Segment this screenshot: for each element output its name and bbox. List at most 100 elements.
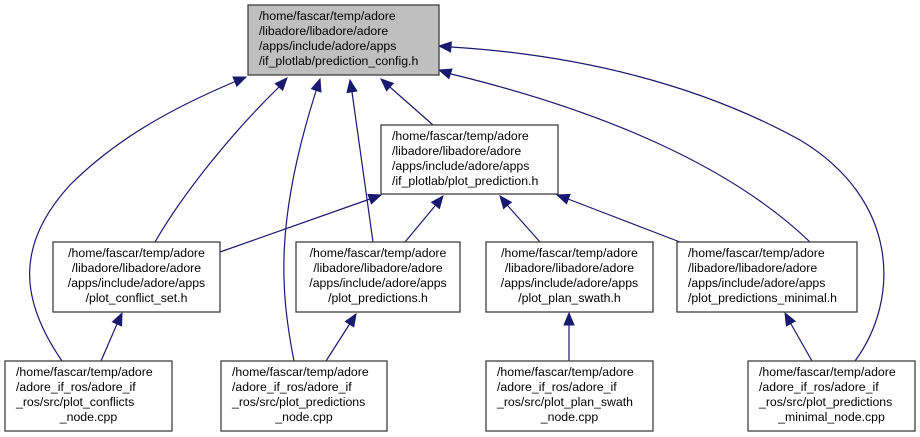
node-label-line: _ros/src/plot_predictions: [758, 395, 892, 409]
node-plot-prediction[interactable]: /home/fascar/temp/adore/libadore/libador…: [380, 124, 559, 195]
node-label-line: /adore_if_ros/adore_if: [497, 380, 617, 394]
node-label-line: /home/fascar/temp/adore: [310, 246, 447, 260]
arrowhead-icon: [563, 311, 575, 326]
edge-line: [325, 324, 350, 362]
node-label-line: /apps/include/adore/apps: [392, 159, 529, 173]
node-label-line: _ros/src/plot_predictions: [231, 395, 365, 409]
edge-plot_predictions-to-plot_prediction: [404, 194, 444, 243]
edge-line: [219, 198, 371, 253]
nodes-layer: /home/fascar/temp/adore/libadore/libador…: [4, 4, 916, 432]
node-prediction-config: /home/fascar/temp/adore/libadore/libador…: [247, 4, 440, 76]
node-label-line: _minimal_node.cpp: [777, 410, 885, 424]
node-box: [295, 241, 461, 313]
node-plot-plan-swath-node[interactable]: /home/fascar/temp/adore/adore_if_ros/ado…: [485, 360, 654, 432]
edge-line: [29, 81, 235, 362]
edge-line: [100, 323, 118, 362]
edge-plot_predictions_minimal_node-to-plot_predictions_minimal: [784, 311, 813, 362]
edges-layer: [29, 41, 885, 362]
node-label-line: /plot_predictions_minimal.h: [688, 291, 837, 305]
node-label-line: /apps/include/adore/apps: [501, 276, 638, 290]
node-plot-predictions-minimal-node[interactable]: /home/fascar/temp/adore/adore_if_ros/ado…: [747, 360, 916, 432]
node-box: [52, 241, 221, 313]
edge-plot_predictions_minimal-to-prediction_config: [437, 68, 811, 243]
node-plot-conflict-set[interactable]: /home/fascar/temp/adore/libadore/libador…: [52, 241, 221, 313]
node-label-line: /home/fascar/temp/adore: [259, 9, 396, 23]
node-label-line: /home/fascar/temp/adore: [497, 365, 634, 379]
arrowhead-icon: [310, 77, 322, 93]
node-label-line: /adore_if_ros/adore_if: [759, 380, 879, 394]
node-label-line: _node.cpp: [540, 410, 599, 424]
edge-plot_prediction-to-prediction_config: [380, 78, 434, 126]
node-label-line: /libadore/libadore/adore: [505, 261, 634, 275]
node-label-line: /libadore/libadore/adore: [72, 261, 201, 275]
arrowhead-icon: [499, 194, 513, 210]
node-label-line: /if_plotlab/prediction_config.h: [259, 54, 418, 68]
edge-plot_predictions_minimal_node-to-prediction_config: [437, 41, 885, 362]
node-label-line: /plot_plan_swath.h: [518, 291, 621, 305]
node-box: [485, 241, 654, 313]
node-label-line: _node.cpp: [274, 410, 333, 424]
edge-line: [390, 87, 434, 126]
node-label-line: /adore_if_ros/adore_if: [232, 380, 352, 394]
node-plot-predictions[interactable]: /home/fascar/temp/adore/libadore/libador…: [295, 241, 461, 313]
edge-plot_predictions-to-prediction_config: [346, 78, 374, 243]
edge-line: [404, 205, 436, 243]
edge-plot_conflict_set-to-prediction_config: [154, 77, 288, 243]
edge-plot_predictions_minimal-to-plot_prediction: [555, 193, 681, 243]
node-label-line: /plot_conflict_set.h: [86, 291, 188, 305]
edge-plot_plan_swath_node-to-plot_plan_swath: [563, 311, 575, 361]
arrowhead-icon: [274, 77, 288, 92]
edge-line-tail: [507, 204, 509, 207]
edge-plot_conflicts_node-to-prediction_config: [29, 76, 248, 362]
node-label-line: /home/fascar/temp/adore: [759, 365, 896, 379]
edge-line-tail: [348, 323, 351, 326]
node-box: [676, 241, 858, 313]
edge-line-tail: [434, 204, 436, 207]
node-label-line: /if_plotlab/plot_prediction.h: [392, 174, 538, 188]
edge-line-tail: [389, 86, 392, 89]
edge-plot_plan_swath-to-plot_prediction: [499, 194, 541, 243]
edge-line: [507, 205, 541, 243]
node-box: [747, 360, 916, 432]
edge-line: [154, 87, 279, 243]
edge-plot_conflicts_node-to-plot_conflict_set: [100, 311, 123, 362]
edge-plot_predictions_node-to-plot_predictions: [325, 312, 357, 362]
arrowhead-icon: [784, 311, 797, 327]
node-plot-plan-swath[interactable]: /home/fascar/temp/adore/libadore/libador…: [485, 241, 654, 313]
node-label-line: _ros/src/plot_plan_swath: [496, 395, 633, 409]
node-label-line: /home/fascar/temp/adore: [392, 129, 529, 143]
node-plot-predictions-minimal[interactable]: /home/fascar/temp/adore/libadore/libador…: [676, 241, 858, 313]
edge-line: [450, 73, 811, 243]
arrowhead-icon: [437, 41, 452, 53]
node-label-line: /apps/include/adore/apps: [68, 276, 205, 290]
node-box: [247, 4, 440, 76]
edge-plot_conflict_set-to-plot_prediction: [219, 193, 383, 253]
edge-line: [790, 323, 813, 362]
node-label-line: /libadore/libadore/adore: [688, 261, 817, 275]
edge-line: [450, 46, 885, 362]
node-plot-conflicts-node[interactable]: /home/fascar/temp/adore/adore_if_ros/ado…: [4, 360, 173, 432]
edge-line: [567, 198, 681, 243]
arrowhead-icon: [380, 78, 395, 92]
arrowhead-icon: [430, 194, 444, 210]
node-label-line: /home/fascar/temp/adore: [68, 246, 205, 260]
arrowhead-icon: [346, 78, 358, 94]
node-label-line: /home/fascar/temp/adore: [688, 246, 825, 260]
edge-line: [351, 91, 374, 243]
node-label-line: /home/fascar/temp/adore: [501, 246, 638, 260]
node-label-line: /libadore/libadore/adore: [259, 24, 388, 38]
edge-line-tail: [277, 86, 280, 89]
node-box: [220, 360, 388, 432]
node-label-line: /apps/include/adore/apps: [259, 39, 396, 53]
node-plot-predictions-node[interactable]: /home/fascar/temp/adore/adore_if_ros/ado…: [220, 360, 388, 432]
node-label-line: /plot_predictions.h: [328, 291, 428, 305]
arrowhead-icon: [111, 311, 123, 327]
node-label-line: /home/fascar/temp/adore: [232, 365, 369, 379]
arrowhead-icon: [232, 76, 248, 88]
node-label-line: /libadore/libadore/adore: [313, 261, 442, 275]
arrowhead-icon: [437, 68, 453, 80]
arrowhead-icon: [344, 312, 357, 328]
node-box: [380, 124, 559, 195]
edge-line: [283, 90, 317, 362]
node-label-line: /libadore/libadore/adore: [392, 144, 521, 158]
